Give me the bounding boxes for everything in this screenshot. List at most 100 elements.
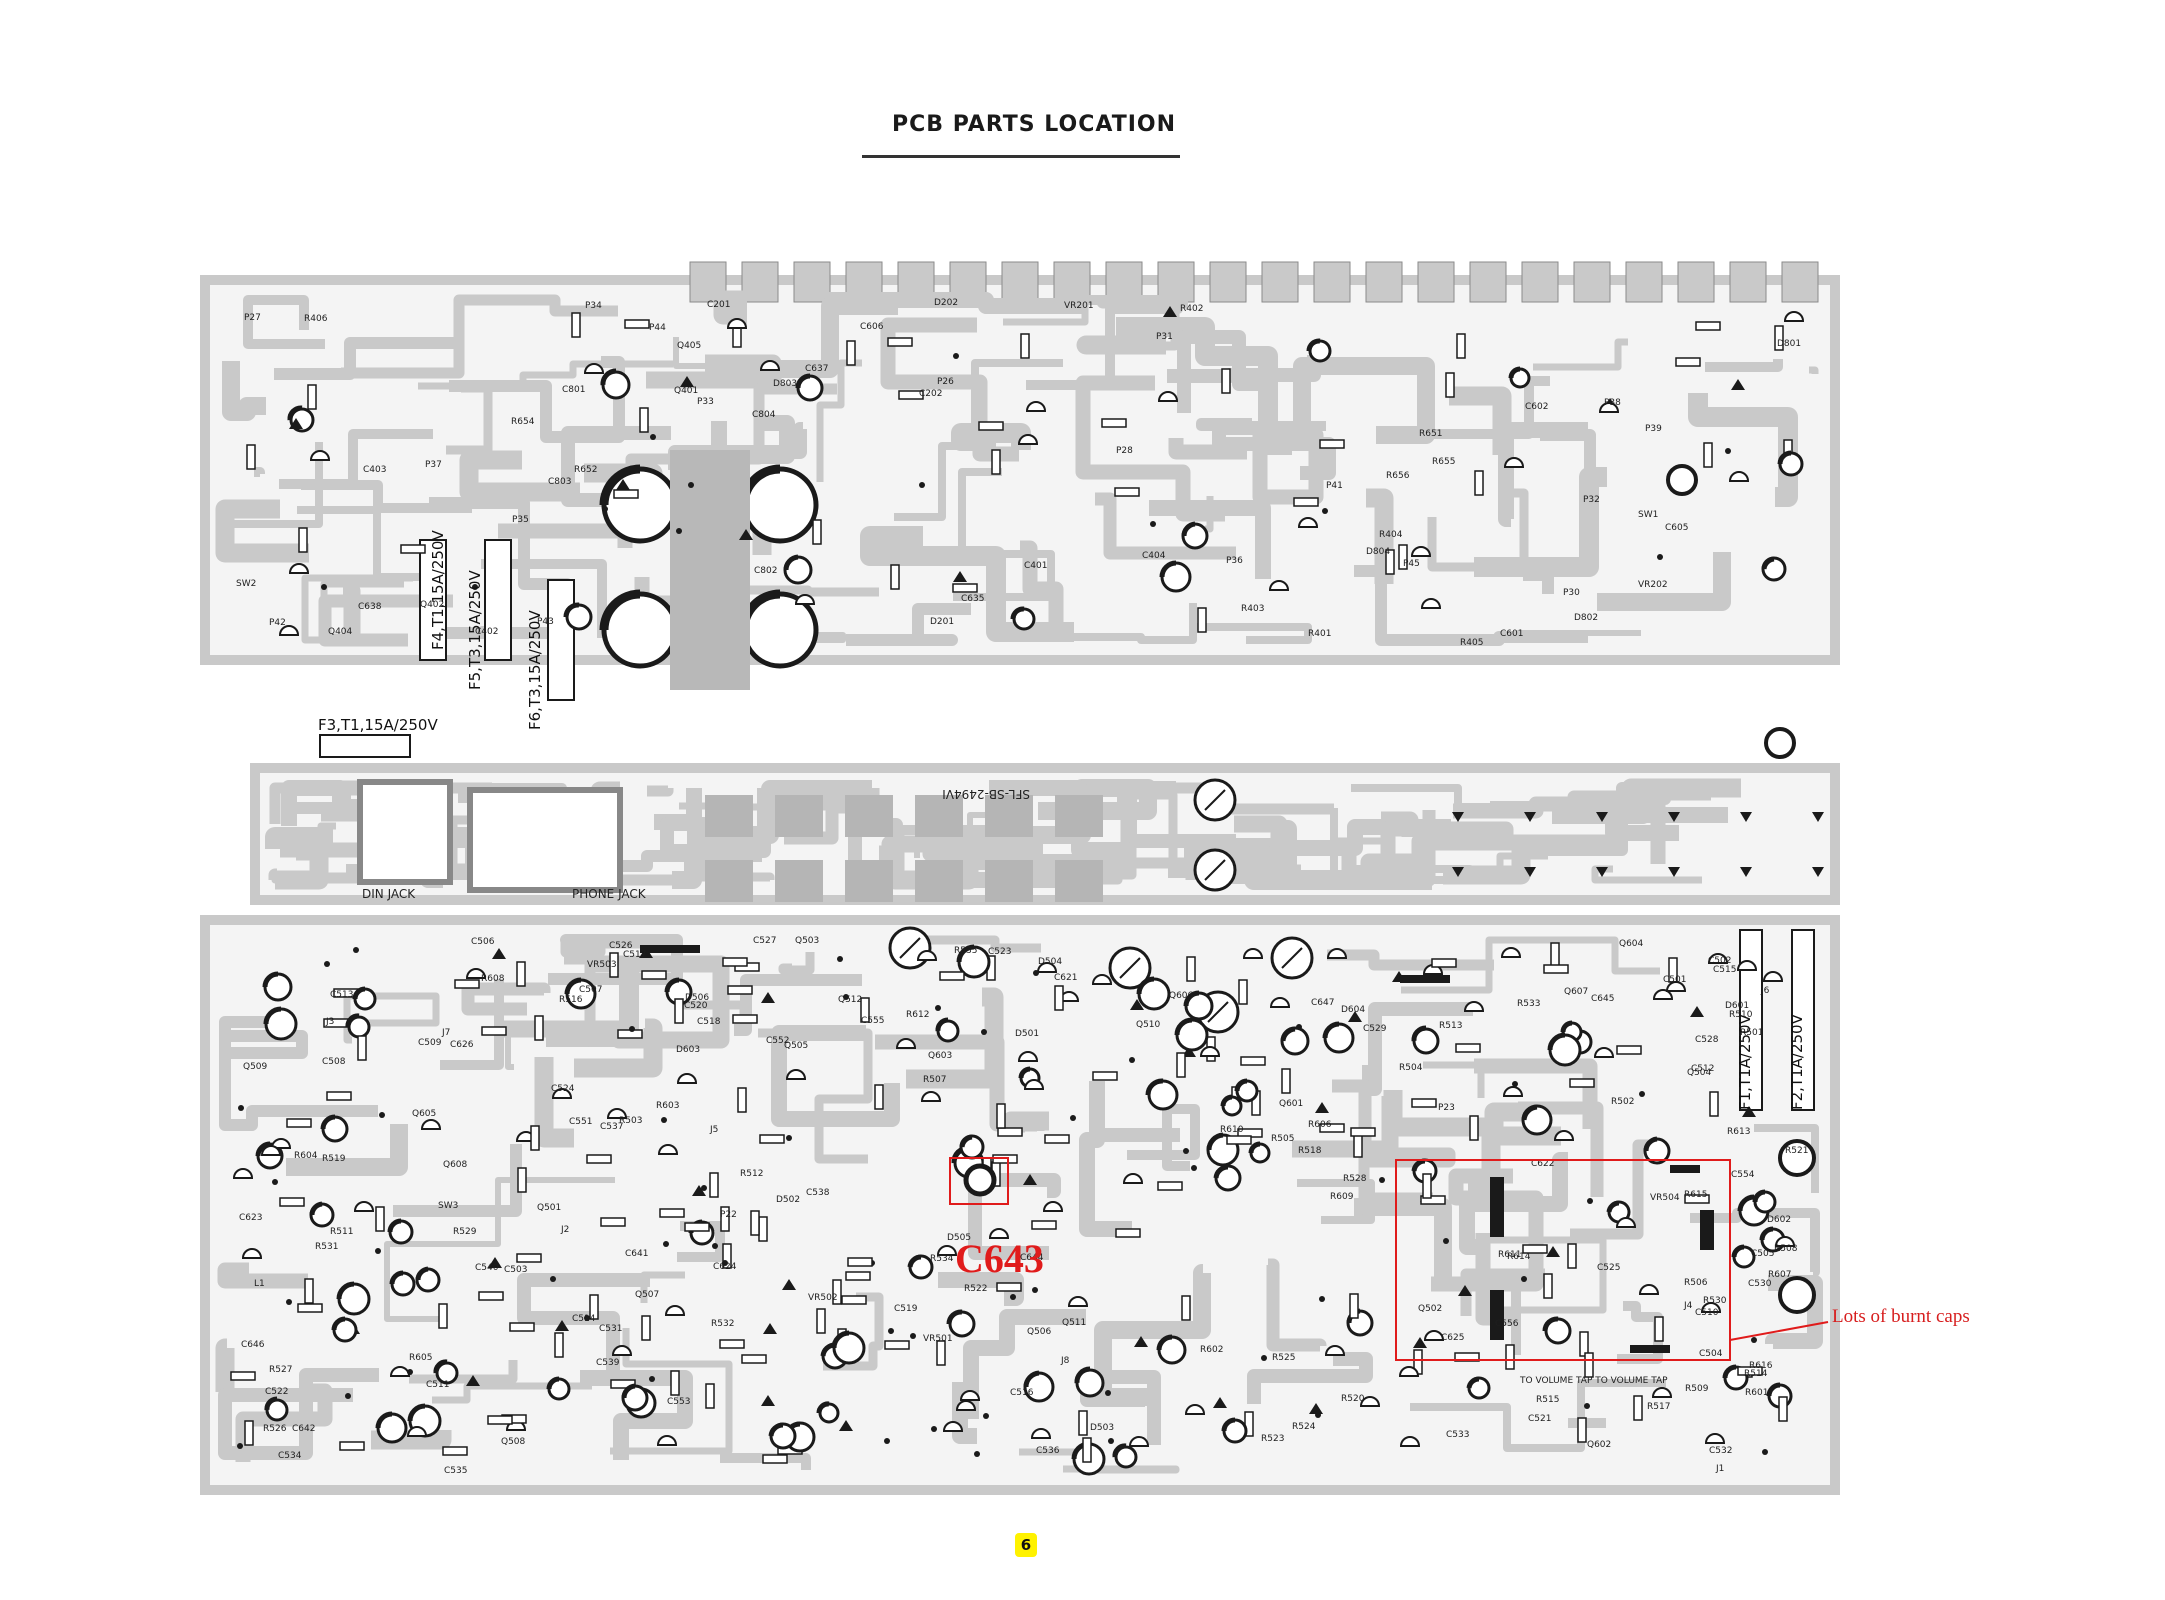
component-ref-label: R508 [1774, 1244, 1798, 1254]
diode-mark [1315, 1102, 1329, 1113]
transistor-outline [1410, 546, 1432, 557]
page-number: 6 [1015, 1533, 1037, 1557]
trace [968, 1173, 1061, 1260]
component-ref-label: C624 [713, 1262, 737, 1272]
capacitor-polarity-mark [1761, 556, 1775, 570]
component-ref-label: D505 [947, 1233, 971, 1243]
burnt-caps-note: Lots of burnt caps [1832, 1306, 1970, 1327]
solder-pad [324, 961, 330, 967]
resistor-body [246, 444, 256, 470]
trace [778, 952, 815, 975]
transistor-outline [1399, 1436, 1421, 1447]
capacitor-polarity-mark [1606, 1200, 1620, 1213]
component-ref-label: D202 [934, 298, 958, 308]
transistor-outline [1297, 517, 1319, 528]
resistor-body [978, 421, 1004, 431]
trace [215, 499, 309, 563]
fuse-body [484, 539, 512, 661]
component-ref-label: C524 [551, 1084, 575, 1094]
resistor-body [641, 970, 667, 980]
solder-pad [1587, 1198, 1593, 1204]
solder-pad [1443, 1238, 1449, 1244]
diode-mark [555, 1320, 569, 1331]
component-ref-label: R530 [1703, 1296, 1727, 1306]
resistor-body [1221, 368, 1231, 394]
transistor-outline [1017, 434, 1039, 445]
diode-mark [1213, 1397, 1227, 1408]
resistor-body [762, 1454, 788, 1464]
ic-bar [1700, 1210, 1714, 1250]
component-ref-label: R516 [559, 995, 583, 1005]
component-ref-label: P34 [585, 301, 602, 311]
transistor-outline [895, 1038, 917, 1049]
solder-pad [650, 434, 656, 440]
transistor-outline [406, 1426, 428, 1437]
square-pad [845, 795, 893, 837]
capacitor-polarity-mark [263, 1006, 282, 1025]
transistor-outline [936, 1245, 958, 1256]
trace [711, 415, 795, 464]
trace [1474, 467, 1607, 577]
resistor-body [586, 1154, 612, 1164]
trimmer-slot [1204, 859, 1226, 881]
trace [894, 359, 1063, 521]
component-ref-label: R404 [1379, 530, 1403, 540]
transistor-outline [309, 450, 331, 461]
capacitor-polarity-mark [768, 1422, 784, 1437]
component-ref-label: R510 [1729, 1010, 1753, 1020]
trace [906, 987, 1004, 1089]
component-ref-label: Q605 [412, 1109, 436, 1119]
resistor-body [478, 1291, 504, 1301]
transistor-outline [955, 1400, 977, 1411]
trace [432, 1382, 592, 1404]
component-ref-label: D501 [1015, 1029, 1039, 1039]
resistor-body [996, 1282, 1022, 1292]
resistor-body [1293, 497, 1319, 507]
title-underline [862, 155, 1180, 158]
trace [758, 1028, 873, 1164]
capacitor-polarity-mark [309, 1201, 323, 1216]
trace [1427, 488, 1529, 572]
component-ref-label: C527 [753, 936, 776, 946]
component-ref-label: C516 [1010, 1388, 1034, 1398]
led-mark [1740, 812, 1752, 822]
component-ref-label: C804 [752, 410, 776, 420]
resistor-body [1020, 333, 1030, 359]
transistor-outline [232, 1168, 254, 1179]
resistor-body [1431, 958, 1457, 968]
trace [393, 1144, 522, 1217]
resistor-body [996, 1103, 1006, 1129]
component-ref-label: R403 [1241, 604, 1264, 614]
component-ref-label: R523 [1261, 1434, 1284, 1444]
resistor-body [589, 1294, 599, 1320]
component-ref-label: P36 [1226, 556, 1243, 566]
capacitor-polarity-mark [287, 405, 303, 421]
component-ref-label: C601 [1500, 629, 1523, 639]
resistor-body [516, 1253, 542, 1263]
led-mark [1524, 812, 1536, 822]
resistor-body [1350, 1127, 1376, 1137]
transistor-outline [353, 1201, 375, 1212]
fuse-f2-label: F2,T1A/250V [1788, 1013, 1806, 1110]
trace [1127, 1104, 1200, 1171]
resistor-body [454, 979, 480, 989]
transistor-outline [988, 1228, 1010, 1239]
resistor-body [1044, 1134, 1070, 1144]
fuse-body [547, 579, 575, 701]
resistor-body [1695, 321, 1721, 331]
solder-pad [843, 994, 849, 1000]
component-ref-label: C528 [1695, 1035, 1719, 1045]
component-ref-label: C521 [1528, 1414, 1551, 1424]
capacitor-polarity-mark [1777, 450, 1792, 465]
transistor-outline [1420, 598, 1442, 609]
resistor-body [554, 1332, 564, 1358]
capacitor-polarity-mark [1074, 1366, 1091, 1384]
component-ref-label: C556 [1495, 1319, 1519, 1329]
component-ref-label: P22 [720, 1210, 737, 1220]
component-ref-label: C519 [894, 1304, 918, 1314]
capacitor-polarity-mark [621, 1383, 636, 1399]
resistor-body [487, 1415, 513, 1425]
capacitor-polarity-mark [375, 1411, 393, 1429]
resistor-body [1181, 1295, 1191, 1321]
transistor-outline [794, 594, 816, 605]
